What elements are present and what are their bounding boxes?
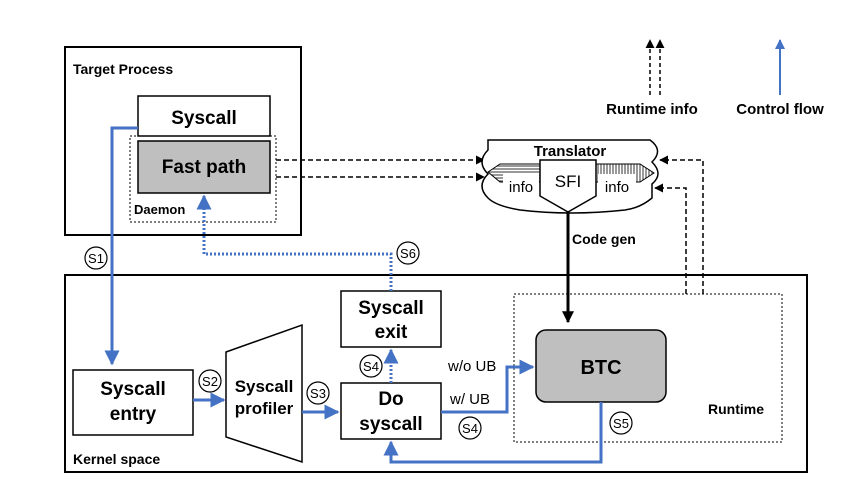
w-ub-label: w/ UB [449,391,490,408]
info-right-bg [598,174,636,192]
syscall-entry-label-2: entry [110,404,157,425]
syscall-exit-box [340,290,442,348]
runtime-label: Runtime [708,401,764,417]
step-s1-label: S1 [88,251,104,266]
step-s3-circle [306,381,330,405]
sfi-label: SFI [555,172,581,191]
wo-ub-label: w/o UB [447,358,496,375]
step-s4a-circle [359,354,383,378]
daemon-label: Daemon [134,202,185,217]
step-s5-circle [609,411,633,435]
step-s3-label: S3 [310,386,326,401]
target-process: Target Process Syscall Fast path Daemon [64,46,302,236]
step-s2-label: S2 [202,374,218,389]
step-s5-label: S5 [613,416,629,431]
runtime-to-translator-arrow-2 [659,155,704,294]
legend-control-flow: Control flow [736,101,824,118]
syscall-entry-box [72,369,194,436]
step-s6-circle [396,241,420,265]
info-left-bg [503,174,539,192]
target-process-title: Target Process [73,61,173,77]
syscall-box [137,95,271,137]
btc-label: BTC [580,357,621,379]
s4-w-ub-arrow [441,359,535,414]
target-process-box [64,46,302,236]
sfi-shape [539,159,597,213]
control-flow-arrows [104,126,603,464]
do-syscall-box [340,382,442,440]
syscall-exit-label-2: exit [375,322,408,343]
kernel-space-title: Kernel space [73,451,160,467]
syscall-exit-label-1: Syscall [358,298,424,319]
step-s6-label: S6 [400,246,416,261]
legend: Runtime info Control flow [606,39,824,118]
fast-path-box [137,140,271,194]
step-markers: S1 S2 S3 S4 S4 S5 S6 [84,241,633,440]
kernel-space-box [64,274,808,473]
step-s4a-label: S4 [363,359,379,374]
s6-flow-arrow [196,194,393,291]
syscall-entry-label-1: Syscall [100,379,166,400]
info-right-label: info [605,179,629,196]
fast-path-label: Fast path [162,157,246,178]
syscall-profiler-shape [225,323,303,464]
kernel-space: Kernel space Runtime BTC Syscall entry S… [64,274,808,473]
step-s2-circle [198,369,222,393]
s1-flow-arrow [104,126,138,366]
syscall-profiler-label-2: profiler [235,399,294,418]
translator: Translator info info SFI [481,139,659,214]
translator-title: Translator [534,143,607,160]
do-syscall-label-1: Do [378,389,403,410]
step-s4b-circle [458,416,482,440]
legend-runtime-info: Runtime info [606,101,698,118]
syscall-label: Syscall [171,108,237,129]
step-s4b-label: S4 [462,421,478,436]
s5-flow-arrow [383,402,603,464]
do-syscall-label-2: syscall [359,414,422,435]
info-left-label: info [509,179,533,196]
runtime-to-translator-arrow-1 [654,183,687,294]
syscall-profiler-label-1: Syscall [235,377,294,396]
code-gen-label: Code gen [572,231,636,247]
step-s1-circle [84,246,108,270]
